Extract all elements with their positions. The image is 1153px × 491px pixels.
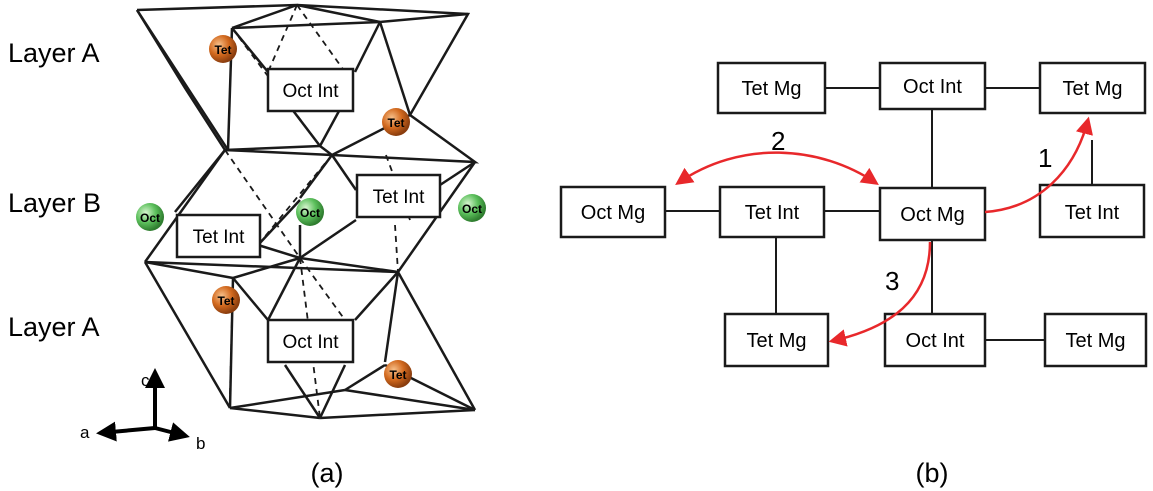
- node-label: Oct Int: [906, 330, 965, 352]
- node-tet-int: Tet Int: [718, 185, 826, 239]
- panel-b-connectors: [665, 87, 1093, 341]
- tet-atom: Tet: [212, 286, 240, 314]
- layer-a-top-dashed: [231, 4, 346, 147]
- tet-atom-label: Tet: [214, 43, 231, 57]
- layer-a-bottom-polyhedra: [143, 257, 477, 420]
- node-label: Oct Int: [903, 76, 962, 98]
- jump-arrow-2: [675, 151, 879, 185]
- node-label: Oct Mg: [581, 202, 645, 224]
- oct-int-label-top: Oct Int: [283, 81, 340, 102]
- oct-int-box-top: Oct Int: [266, 67, 355, 113]
- layer-label-bottom: Layer A: [8, 312, 100, 342]
- oct-atom-label: Oct: [462, 202, 482, 216]
- node-tet-int: Tet Int: [1038, 183, 1146, 239]
- axis-a-label: a: [80, 423, 90, 442]
- node-label: Tet Mg: [746, 330, 806, 352]
- node-tet-mg: Tet Mg: [1043, 312, 1148, 368]
- node-oct-int: Oct Int: [883, 312, 987, 368]
- node-label: Tet Mg: [1062, 78, 1122, 100]
- tet-int-label-left: Tet Int: [193, 227, 245, 248]
- node-label: Oct Mg: [900, 204, 964, 226]
- oct-int-label-bottom: Oct Int: [283, 332, 340, 353]
- tet-int-label-right: Tet Int: [373, 187, 425, 208]
- oct-atom-label: Oct: [300, 206, 320, 220]
- node-oct-mg: Oct Mg: [559, 185, 667, 239]
- node-tet-mg: Tet Mg: [716, 61, 827, 115]
- caption-b: (b): [916, 458, 949, 488]
- oct-atom-label: Oct: [140, 211, 160, 225]
- arrow-label-1: 1: [1038, 143, 1052, 173]
- tet-atom-label: Tet: [389, 368, 406, 382]
- tet-atom: Tet: [209, 35, 237, 63]
- tet-atom: Tet: [382, 108, 410, 136]
- arrow-label-3: 3: [885, 266, 899, 296]
- oct-int-box-bottom: Oct Int: [266, 318, 355, 364]
- node-label: Tet Int: [745, 202, 800, 224]
- node-oct-int: Oct Int: [878, 61, 987, 111]
- tet-atom-label: Tet: [387, 116, 404, 130]
- tet-int-box-right: Tet Int: [355, 173, 442, 219]
- node-oct-mg: Oct Mg: [878, 186, 987, 242]
- tet-atom: Tet: [384, 360, 412, 388]
- axes-indicator: [96, 368, 190, 442]
- oct-atom: Oct: [296, 198, 324, 226]
- axis-b-label: b: [196, 434, 205, 453]
- node-label: Tet Mg: [1065, 330, 1125, 352]
- node-tet-mg: Tet Mg: [723, 312, 830, 368]
- jump-arrow-1: [984, 116, 1093, 214]
- caption-a: (a): [311, 458, 344, 488]
- node-label: Tet Int: [1065, 202, 1120, 224]
- axis-c-label: c: [141, 371, 150, 390]
- jump-arrows: [675, 116, 1093, 347]
- node-label: Tet Mg: [741, 78, 801, 100]
- node-tet-mg: Tet Mg: [1038, 61, 1147, 115]
- layer-label-top: Layer A: [8, 38, 100, 68]
- layer-label-middle: Layer B: [8, 188, 101, 218]
- tet-atom-label: Tet: [217, 294, 234, 308]
- tet-int-box-left: Tet Int: [175, 213, 262, 259]
- arrow-label-2: 2: [771, 126, 785, 156]
- jump-arrow-3: [828, 241, 932, 347]
- oct-atom: Oct: [458, 194, 486, 222]
- oct-atom: Oct: [136, 203, 164, 231]
